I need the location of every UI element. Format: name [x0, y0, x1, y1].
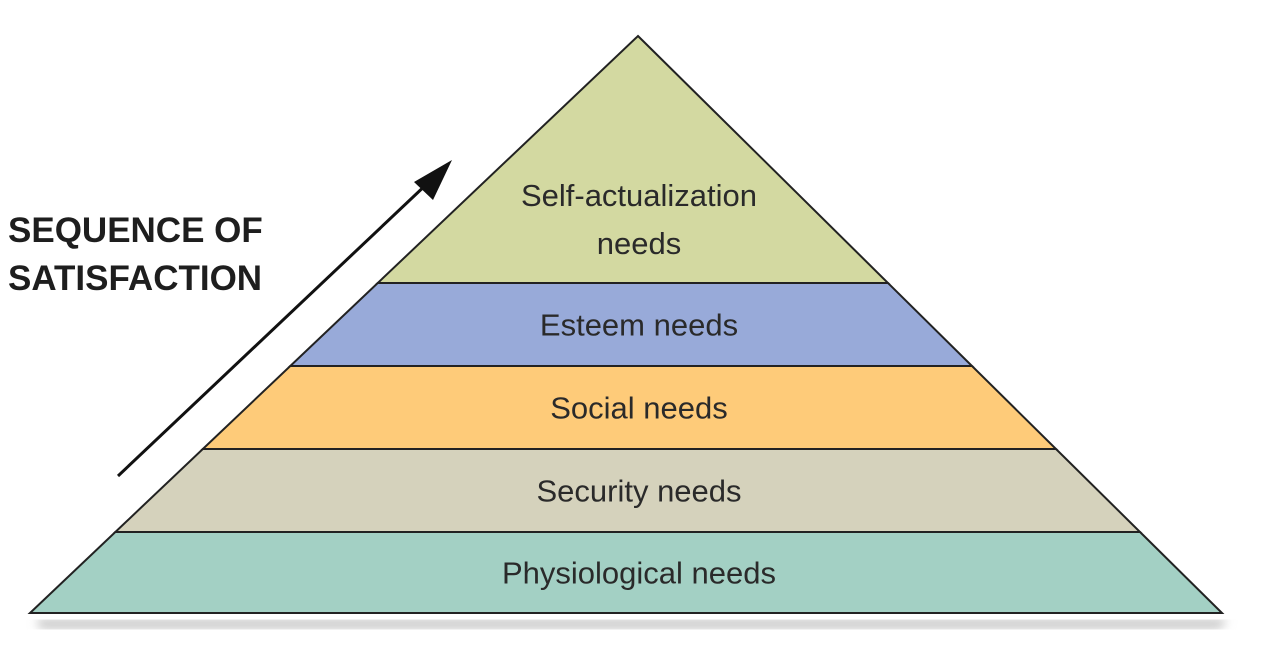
level-label-physiological: Physiological needs [502, 556, 776, 591]
level-physiological [27, 531, 1225, 614]
level-label-social: Social needs [550, 391, 728, 426]
level-label-self-actualization: Self-actualization [521, 178, 757, 213]
arrow-shaft [116, 179, 432, 478]
level-label-self-actualization-line2: needs [597, 226, 681, 261]
level-label-esteem: Esteem needs [540, 308, 738, 343]
level-label-security: Security needs [536, 474, 741, 509]
title-line-2: SATISFACTION [8, 259, 262, 298]
pyramid-shadow [36, 620, 1228, 628]
arrow-up-right-icon [414, 160, 452, 200]
sequence-arrow [116, 160, 452, 478]
title-line-1: SEQUENCE OF [8, 211, 263, 250]
